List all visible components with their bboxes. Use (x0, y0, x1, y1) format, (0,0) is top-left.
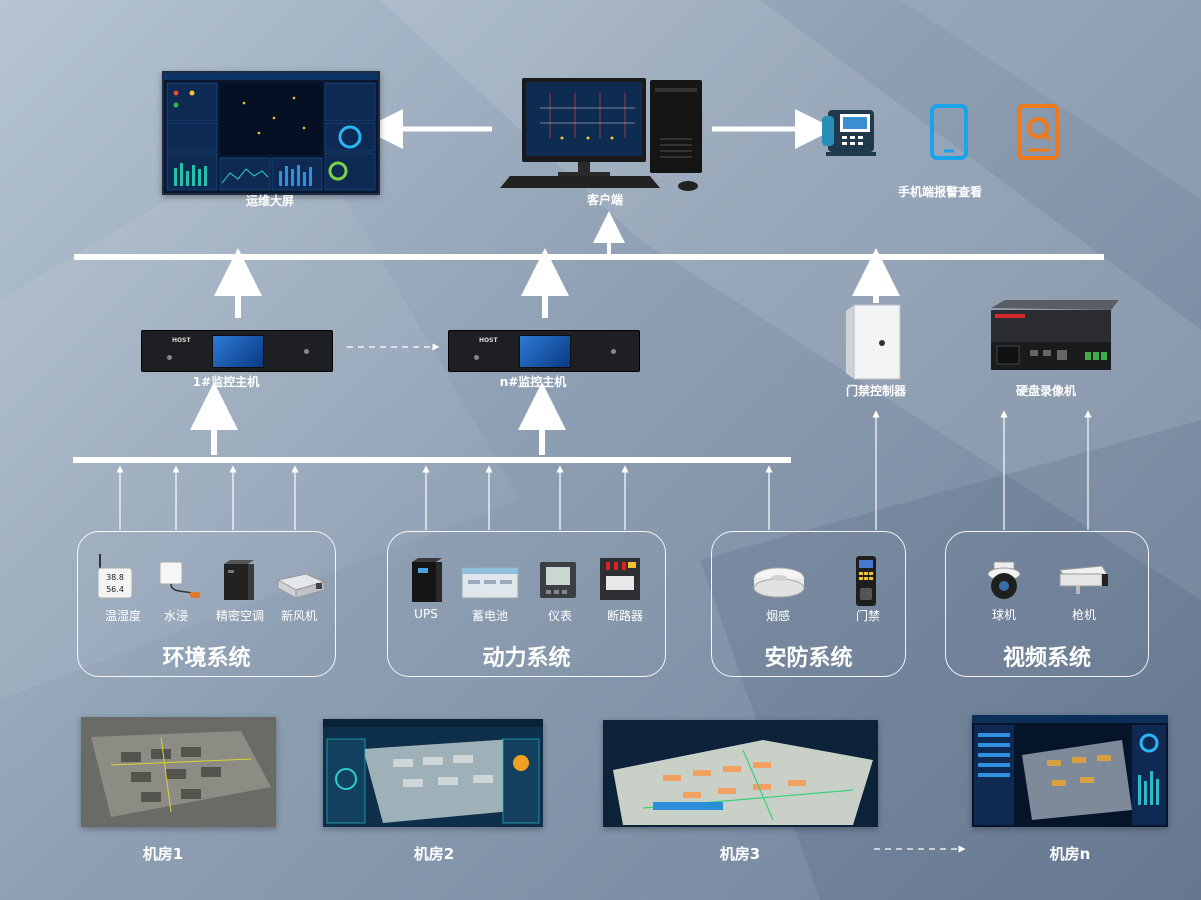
svg-text:38.8: 38.8 (106, 573, 124, 582)
room-n-label: 机房n (1049, 845, 1091, 863)
bullet-camera (1056, 564, 1112, 600)
video-system-group: 球机 枪机 视频系统 (945, 531, 1149, 677)
nvr-device (985, 300, 1121, 376)
power-item-meter: 仪表 (547, 609, 572, 623)
env-item-fresh-air: 新风机 (280, 609, 317, 623)
video-system-title: 视频系统 (1002, 646, 1091, 671)
security-system-group: 烟感 门禁 安防系统 (711, 531, 906, 677)
video-item-bullet: 枪机 (1071, 608, 1096, 622)
power-item-ups: UPS (414, 607, 438, 621)
nvr-label: 硬盘录像机 (1015, 384, 1076, 398)
access-controller-label: 门禁控制器 (845, 384, 906, 398)
temp-humidity-sensor: 38.8 56.4 (94, 554, 134, 604)
monitor-host-n: HOST (448, 330, 640, 372)
ops-big-screen (162, 71, 380, 195)
client-computer (500, 78, 710, 197)
env-item-temp-humidity: 温湿度 (104, 609, 141, 623)
precision-ac-unit (224, 560, 254, 606)
power-item-battery: 蓄电池 (471, 609, 508, 623)
power-system-group: UPS 蓄电池 仪表 断路器 动力系统 (387, 531, 666, 677)
environment-system-group: 38.8 56.4 温湿度 水浸 精密空调 新风机 环境系统 (77, 531, 336, 677)
room-3-label: 机房3 (719, 845, 761, 863)
svg-text:56.4: 56.4 (106, 585, 124, 594)
power-system-title: 动力系统 (482, 646, 571, 671)
water-leak-sensor (158, 560, 204, 604)
access-card-reader (854, 554, 878, 612)
power-meter (538, 560, 578, 604)
circuit-breaker (598, 556, 642, 606)
room-2-label: 机房2 (413, 845, 455, 863)
mobile-app-icon (1017, 104, 1059, 164)
monitor-host-1: HOST (141, 330, 333, 372)
fresh-air-unit (276, 572, 326, 604)
smoke-detector (752, 566, 806, 602)
host-1-label: 1#监控主机 (192, 375, 260, 389)
room-1-image (81, 717, 276, 827)
host-n-label: n#监控主机 (499, 375, 567, 389)
room-1-label: 机房1 (142, 845, 184, 863)
tablet-icon (930, 104, 968, 164)
dome-camera (986, 560, 1022, 606)
ups-device (412, 558, 442, 606)
power-item-breaker: 断路器 (606, 609, 643, 623)
security-item-smoke: 烟感 (765, 609, 790, 623)
environment-system-title: 环境系统 (162, 646, 251, 671)
battery-bank (460, 564, 520, 604)
desk-phone-icon (820, 108, 880, 162)
mobile-alarm-label: 手机端报警查看 (897, 185, 982, 199)
room-n-image (972, 715, 1168, 827)
video-item-dome: 球机 (991, 608, 1016, 622)
security-item-access: 门禁 (855, 609, 880, 623)
room-2-image (323, 719, 543, 827)
security-system-title: 安防系统 (764, 646, 853, 671)
room-3-image (603, 720, 878, 827)
env-item-precision-ac: 精密空调 (215, 609, 264, 623)
env-item-water-leak: 水浸 (163, 609, 188, 623)
client-label: 客户端 (586, 193, 623, 207)
ops-screen-label: 运维大屏 (245, 194, 294, 208)
access-controller (842, 303, 902, 385)
